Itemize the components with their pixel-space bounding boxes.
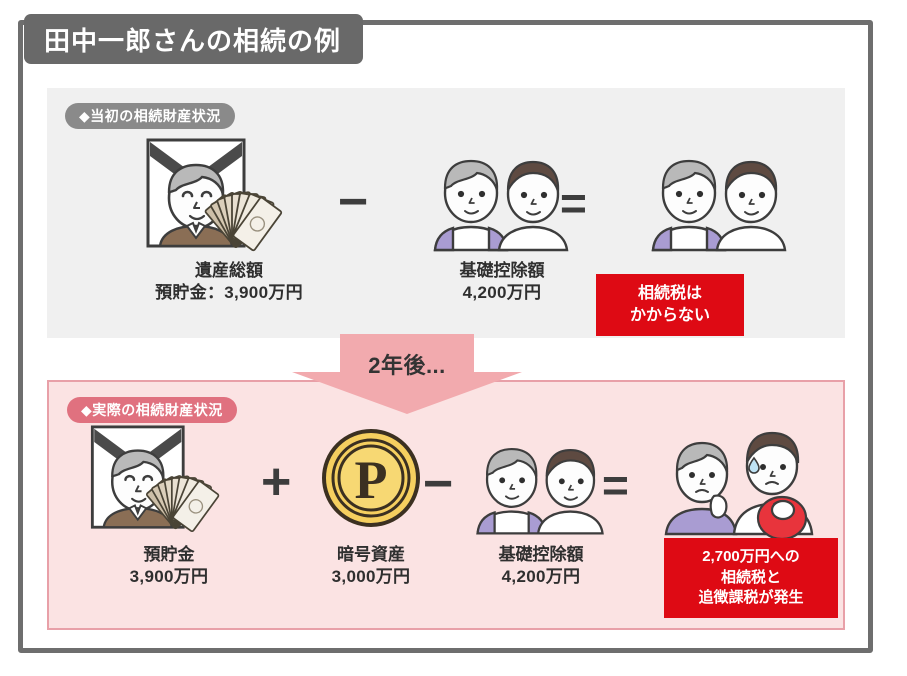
eq-label-line2: 4,200万円 [501, 567, 581, 587]
result-line-1: 相続税は [637, 285, 702, 302]
eq-item-result-heirs [625, 136, 815, 252]
section-actual-label-text: ◆実際の相続財産状況 [81, 402, 223, 418]
eq-item-basic-deduction-label: 基礎控除額 4,200万円 [397, 260, 607, 305]
section-initial-label: ◆当初の相続財産状況 [65, 103, 235, 129]
result-box-tax-due: 2,700万円への 相続税と 追徴課税が発生 [664, 538, 838, 619]
eq-item-crypto-asset-label: 暗号資産 3,000万円 [271, 544, 471, 589]
operator-minus-icon: − [423, 455, 454, 513]
eq-item-basic-deduction: 基礎控除額 4,200万円 [397, 136, 607, 305]
two-heirs-worried-icon [649, 416, 839, 541]
eq-item-crypto-asset: P 暗号資産 3,000万円 [271, 420, 471, 589]
title-banner: 田中一郎さんの相続の例 [24, 14, 364, 64]
eq-label-line2: 3,000万円 [331, 567, 411, 587]
crypto-coin-icon: P [271, 420, 471, 536]
transition-arrow: 2年後... [292, 334, 522, 414]
down-arrow-icon [292, 334, 522, 414]
eq-label-line1: 暗号資産 [337, 545, 405, 564]
eq-label-line1: 基礎控除額 [459, 261, 545, 280]
result-line-2: 相続税と [720, 568, 781, 586]
result-line-1: 2,700万円への [702, 548, 800, 565]
memorial-portrait-with-cash-icon [69, 420, 269, 536]
eq-label-line2: 預貯金：3,900万円 [155, 283, 303, 303]
section-initial: ◆当初の相続財産状況 [47, 88, 845, 338]
operator-equals-icon: = [560, 177, 587, 229]
result-line-3: 追徴課税が発生 [698, 589, 804, 607]
eq-item-estate-total: 遺産総額 預貯金：3,900万円 [109, 136, 349, 305]
eq-item-basic-deduction: 基礎控除額 4,200万円 [439, 426, 643, 589]
operator-minus-icon: − [338, 173, 369, 231]
memorial-portrait-with-cash-icon [109, 136, 349, 252]
operator-equals-icon: = [602, 459, 629, 511]
eq-item-savings: 預貯金 3,900万円 [69, 420, 269, 589]
operator-plus-icon: + [261, 453, 292, 511]
eq-label-line2: 3,900万円 [129, 567, 209, 587]
result-box-no-tax: 相続税は かからない [596, 274, 744, 337]
section-initial-label-text: ◆当初の相続財産状況 [79, 108, 221, 124]
eq-label-line1: 預貯金 [143, 545, 195, 564]
section-actual-label: ◆実際の相続財産状況 [67, 397, 237, 423]
two-heirs-icon [397, 136, 607, 252]
eq-item-savings-label: 預貯金 3,900万円 [69, 544, 269, 589]
two-heirs-icon [439, 426, 643, 536]
svg-text:P: P [355, 450, 388, 510]
transition-arrow-label: 2年後... [368, 353, 446, 378]
result-line-2: かからない [629, 307, 710, 325]
eq-label-line2: 4,200万円 [462, 283, 542, 303]
two-heirs-calm-icon [625, 136, 815, 252]
eq-item-basic-deduction-label: 基礎控除額 4,200万円 [439, 544, 643, 589]
page-title: 田中一郎さんの相続の例 [44, 25, 342, 56]
eq-label-line1: 基礎控除額 [498, 545, 584, 564]
eq-item-result-worried-heirs [649, 416, 839, 541]
eq-item-estate-total-label: 遺産総額 預貯金：3,900万円 [109, 260, 349, 305]
eq-label-line1: 遺産総額 [195, 261, 263, 280]
